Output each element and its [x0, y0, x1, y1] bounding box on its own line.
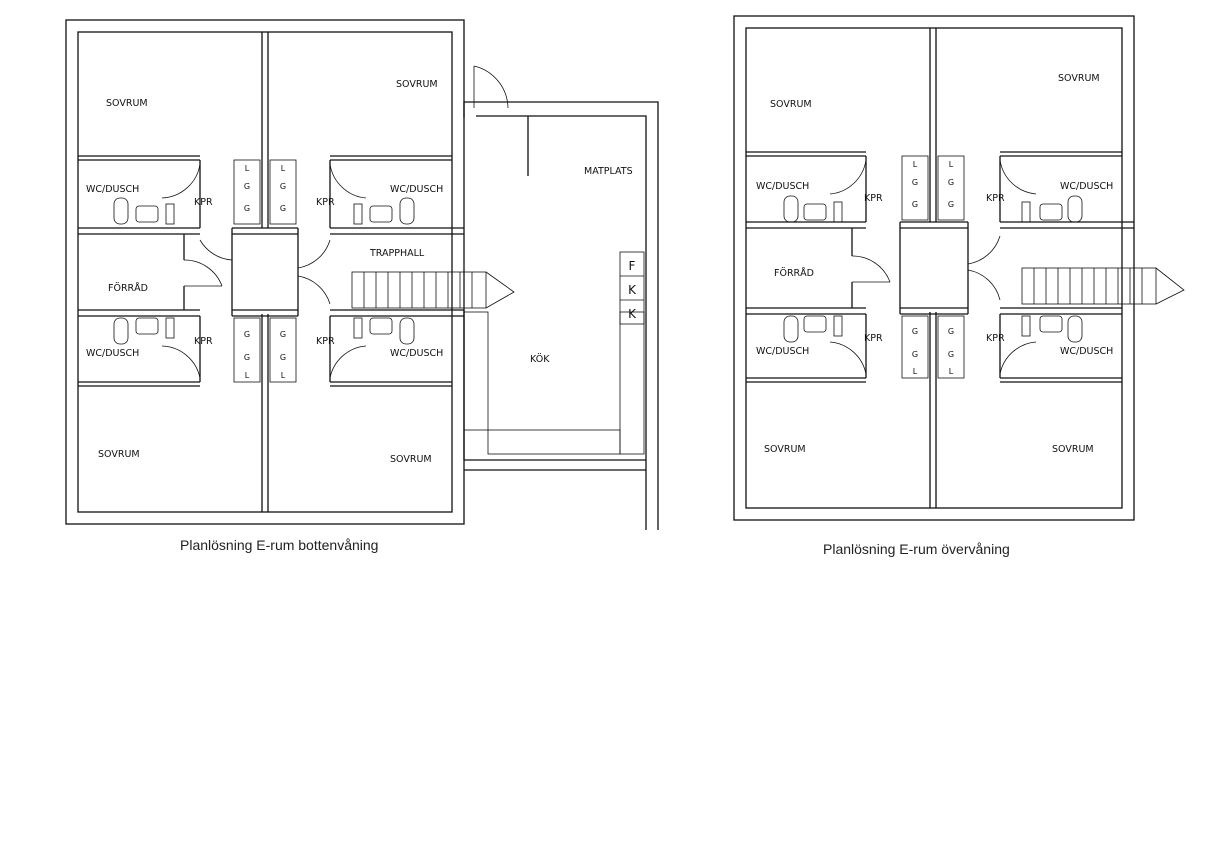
upper-label-forrad: FÖRRÅD — [774, 267, 814, 279]
label-kpr-bl: KPR — [194, 336, 213, 347]
upper-label-sovrum-br: SOVRUM — [1052, 444, 1094, 455]
label-trapphall: TRAPPHALL — [369, 248, 425, 259]
label-matplats: MATPLATS — [584, 166, 633, 177]
upper-cabinet-tl-2: G — [912, 178, 918, 187]
upper-cabinet-tl-1: L — [913, 160, 918, 169]
upper-label-sovrum-tr: SOVRUM — [1058, 73, 1100, 84]
label-wc-bl: WC/DUSCH — [86, 348, 139, 359]
upper-cabinet-br-2: G — [948, 350, 954, 359]
caption-ground-floor: Planlösning E-rum bottenvåning — [180, 537, 378, 553]
upper-cabinet-bl-3: L — [913, 367, 918, 376]
upper-cabinet-tr-2: G — [948, 178, 954, 187]
upper-label-kpr-tl: KPR — [864, 193, 883, 204]
cabinet-tr-2: G — [280, 182, 286, 191]
cabinet-tl-1: L — [245, 164, 250, 173]
upper-label-sovrum-bl: SOVRUM — [764, 444, 806, 455]
cabinet-bl-1: G — [244, 330, 250, 339]
upper-cabinet-tl-3: G — [912, 200, 918, 209]
cabinet-bl-2: G — [244, 353, 250, 362]
appliance-k-2: K — [628, 307, 637, 321]
cabinet-tl-3: G — [244, 204, 250, 213]
upper-label-kpr-bl: KPR — [864, 333, 883, 344]
cabinet-bl-3: L — [245, 371, 250, 380]
label-kok: KÖK — [530, 354, 550, 365]
cabinet-tr-1: L — [281, 164, 286, 173]
upper-label-wc-bl: WC/DUSCH — [756, 346, 809, 357]
upper-label-sovrum-tl: SOVRUM — [770, 99, 812, 110]
upper-label-kpr-br: KPR — [986, 333, 1005, 344]
label-wc-br: WC/DUSCH — [390, 348, 443, 359]
label-wc-tl: WC/DUSCH — [86, 184, 139, 195]
caption-upper-floor: Planlösning E-rum övervåning — [823, 541, 1010, 557]
label-kpr-tr: KPR — [316, 197, 335, 208]
upper-label-wc-tl: WC/DUSCH — [756, 181, 809, 192]
upper-label-wc-br: WC/DUSCH — [1060, 346, 1113, 357]
cabinet-br-2: G — [280, 353, 286, 362]
label-sovrum-br: SOVRUM — [390, 454, 432, 465]
cabinet-br-3: L — [281, 371, 286, 380]
appliance-k-1: K — [628, 283, 637, 297]
label-forrad: FÖRRÅD — [108, 282, 148, 294]
upper-cabinet-tr-3: G — [948, 200, 954, 209]
upper-cabinet-tr-1: L — [949, 160, 954, 169]
cabinet-br-1: G — [280, 330, 286, 339]
label-kpr-br: KPR — [316, 336, 335, 347]
label-sovrum-tr: SOVRUM — [396, 79, 438, 90]
upper-cabinet-bl-1: G — [912, 327, 918, 336]
cabinet-tl-2: G — [244, 182, 250, 191]
upper-label-kpr-tr: KPR — [986, 193, 1005, 204]
upper-label-wc-tr: WC/DUSCH — [1060, 181, 1113, 192]
upper-floor-plan: SOVRUM SOVRUM SOVRUM SOVRUM WC/DUSCH WC/… — [733, 15, 1185, 557]
ground-floor-plan: SOVRUM SOVRUM SOVRUM SOVRUM WC/DUSCH WC/… — [65, 19, 659, 553]
upper-cabinet-br-1: G — [948, 327, 954, 336]
label-sovrum-tl: SOVRUM — [106, 98, 148, 109]
upper-cabinet-bl-2: G — [912, 350, 918, 359]
label-wc-tr: WC/DUSCH — [390, 184, 443, 195]
appliance-f: F — [629, 259, 636, 273]
label-sovrum-bl: SOVRUM — [98, 449, 140, 460]
upper-cabinet-br-3: L — [949, 367, 954, 376]
label-kpr-tl: KPR — [194, 197, 213, 208]
cabinet-tr-3: G — [280, 204, 286, 213]
